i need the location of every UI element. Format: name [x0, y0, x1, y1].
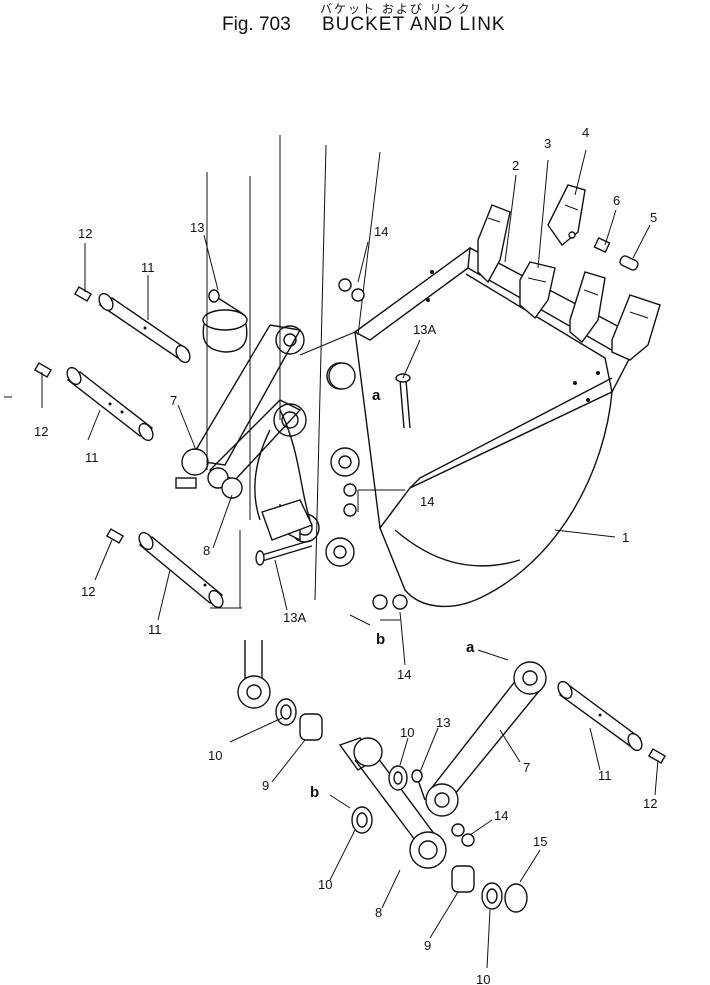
- tooth-4: [611, 294, 661, 361]
- callout-13A-b: 13A: [283, 610, 306, 625]
- callout-1: 1: [622, 530, 629, 545]
- callout-12-b: 12: [34, 424, 48, 439]
- callout-11-b: 11: [85, 450, 99, 465]
- callout-14-d: 14: [494, 808, 508, 823]
- callout-numbers: 4 3 2 6 5 1 12 11 13 14 13A 12 11 7 8 12…: [34, 125, 657, 985]
- callout-12-c: 12: [81, 584, 95, 599]
- callout-4: 4: [582, 125, 589, 140]
- tooth-1: [477, 204, 511, 284]
- callout-13-b: 13: [436, 715, 450, 730]
- bucket-body: [299, 246, 642, 608]
- callout-11-d: 11: [598, 768, 612, 783]
- bolt-13-top: [208, 289, 244, 315]
- callout-10-d: 10: [476, 972, 490, 985]
- link-7-detail: [411, 661, 547, 817]
- callout-14-b: 14: [420, 494, 434, 509]
- pin-11-middle: [33, 362, 154, 442]
- callout-3: 3: [544, 136, 551, 151]
- callout-8-a: 8: [203, 543, 210, 558]
- callout-leaders: [41, 149, 659, 969]
- callout-9-a: 9: [262, 778, 269, 793]
- top-link-assembly: [175, 309, 313, 541]
- assembly-leader-lines: [206, 135, 381, 609]
- callout-15: 15: [533, 834, 547, 849]
- callout-14-c: 14: [397, 667, 411, 682]
- bucket-teeth: [477, 184, 661, 361]
- callout-7-b: 7: [523, 760, 530, 775]
- callout-13-a: 13: [190, 220, 204, 235]
- bolt-13a-lower: [255, 539, 313, 566]
- tooth-2: [519, 261, 556, 320]
- callout-14-a: 14: [374, 224, 388, 239]
- lock-washer-5: [619, 255, 639, 271]
- callout-10-b: 10: [400, 725, 414, 740]
- nuts-14: [328, 278, 475, 847]
- ref-b-lower: b: [310, 784, 319, 801]
- callout-12-d: 12: [643, 796, 657, 811]
- callout-12-a: 12: [78, 226, 92, 241]
- callout-2: 2: [512, 158, 519, 173]
- tooth-3: [569, 271, 606, 344]
- pin-11-lower: [105, 528, 224, 609]
- figure-number: Fig. 703: [222, 14, 291, 35]
- callout-11-c: 11: [148, 622, 162, 637]
- lock-pin-6: [593, 237, 611, 253]
- callout-9-b: 9: [424, 938, 431, 953]
- pin-11-detail: [557, 680, 667, 764]
- callout-10-a: 10: [208, 748, 222, 763]
- callout-13A-a: 13A: [413, 322, 436, 337]
- figure-title: BUCKET AND LINK: [322, 14, 506, 35]
- ref-a-upper: a: [372, 387, 381, 404]
- link-detail-lower: [237, 640, 528, 913]
- ref-b-upper: b: [376, 631, 385, 648]
- callout-6: 6: [613, 193, 620, 208]
- ref-a-lower: a: [466, 639, 475, 656]
- callout-8-b: 8: [375, 905, 382, 920]
- callout-11-a: 11: [141, 260, 155, 275]
- callout-10-c: 10: [318, 877, 332, 892]
- japanese-subtitle: バケット および リンク: [320, 2, 472, 16]
- callout-5: 5: [650, 210, 657, 225]
- callout-7-a: 7: [170, 393, 177, 408]
- pin-11-upper: [73, 286, 191, 364]
- tooth-point-exploded: [547, 184, 586, 247]
